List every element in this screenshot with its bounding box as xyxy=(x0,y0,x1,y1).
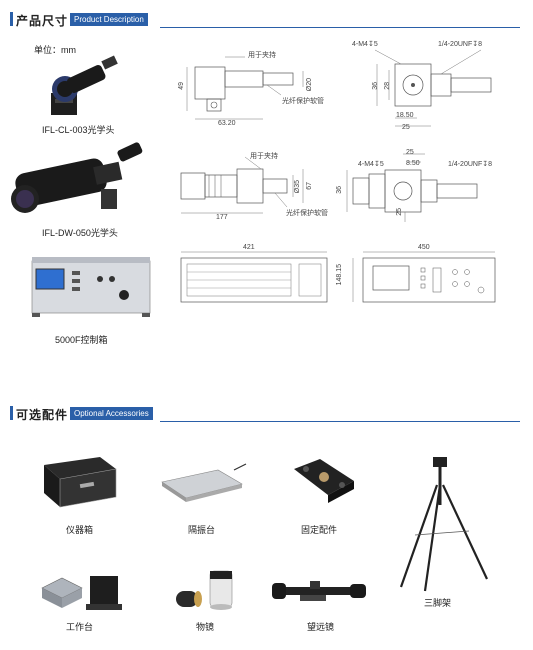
instrument-case-label: 仪器箱 xyxy=(66,526,94,536)
section-badge-dimensions: Product Description xyxy=(70,13,148,26)
product2-front-drawing xyxy=(346,153,478,222)
product1-fiber-label: 光纤保护软管 xyxy=(282,98,324,105)
product2-dim-front-bottom: 25 xyxy=(396,208,403,216)
objective-image xyxy=(176,570,233,610)
isolation-table-image xyxy=(161,463,247,502)
product1-screw-left: 4-M4↧5 xyxy=(352,41,378,48)
product1-front-drawing xyxy=(374,49,492,127)
product2-dim-front-height: 36 xyxy=(336,186,343,194)
fixture-image xyxy=(294,459,354,503)
stage-label: 工作台 xyxy=(66,623,94,633)
tripod-label: 三脚架 xyxy=(424,599,452,609)
product3-photo xyxy=(31,257,151,317)
product2-screw-right: 1/4-20UNF↧8 xyxy=(448,161,492,168)
product2-clamp-label: 用于夹持 xyxy=(250,153,278,160)
product2-dim-diameter: Ø35 xyxy=(294,180,301,194)
telescope-image xyxy=(272,581,366,601)
product1-clamp-label: 用于夹持 xyxy=(248,52,276,59)
product1-dim-front-height: 36 xyxy=(372,82,379,90)
section-badge-accessories: Optional Accessories xyxy=(70,407,153,420)
unit-label: 单位：mm xyxy=(34,45,76,55)
stage-image xyxy=(41,576,122,610)
product2-dim-top2: 8.50 xyxy=(406,160,420,167)
section-marker xyxy=(10,12,13,26)
product1-screw-right: 1/4-20UNF↧8 xyxy=(438,41,482,48)
product1-dim-diameter: Ø20 xyxy=(306,78,313,92)
objective-label: 物镜 xyxy=(196,623,215,633)
product2-fiber-label: 光纤保护软管 xyxy=(286,210,328,217)
product3-front-dim-width: 450 xyxy=(418,244,430,251)
product1-dim-height: 49 xyxy=(178,82,185,90)
fixture-label: 固定配件 xyxy=(301,526,338,536)
product1-side-drawing xyxy=(186,56,304,120)
product1-dim-front-inner: 28 xyxy=(384,82,391,90)
product2-side-drawing xyxy=(180,156,304,214)
product2-dim-top1: 25 xyxy=(406,149,414,156)
product2-name: IFL-DW-050光学头 xyxy=(42,228,118,238)
telescope-label: 望远镜 xyxy=(307,623,335,633)
section-title-accessories: 可选配件 xyxy=(16,408,69,422)
product2-screw-left: 4-M4↧5 xyxy=(358,161,384,168)
section-divider xyxy=(160,421,520,422)
product1-dim-length: 63.20 xyxy=(218,120,236,127)
section-marker xyxy=(10,406,13,420)
product1-dim-bottom1: 18.50 xyxy=(396,112,414,119)
product2-dim-length: 177 xyxy=(216,214,228,221)
tripod-image xyxy=(399,457,488,592)
product3-top-dim-width: 421 xyxy=(243,244,255,251)
product1-dim-bottom2: 25 xyxy=(402,124,410,131)
product2-dim-height: 67 xyxy=(306,182,313,190)
product1-photo xyxy=(51,55,118,115)
section-title-dimensions: 产品尺寸 xyxy=(16,14,69,28)
product1-name: IFL-CL-003光学头 xyxy=(42,125,115,135)
isolation-table-label: 隔振台 xyxy=(188,526,216,536)
product3-front-dim-height: 148.15 xyxy=(336,264,343,286)
product2-photo xyxy=(11,142,143,213)
product3-name: 5000F控制箱 xyxy=(55,335,108,345)
section-divider xyxy=(160,27,520,28)
product3-front-drawing xyxy=(352,251,496,303)
instrument-case-image xyxy=(44,457,117,508)
product3-top-drawing xyxy=(180,251,328,303)
